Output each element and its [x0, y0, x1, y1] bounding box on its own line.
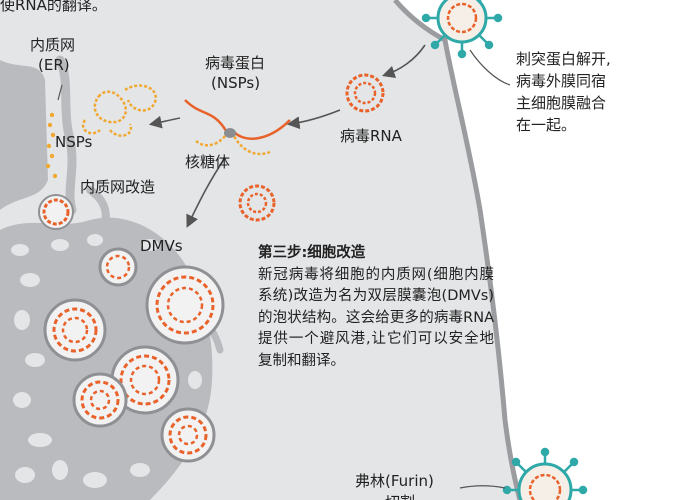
label-furin: 弗林(Furin) — [355, 472, 434, 490]
top-text-fragment: 使RNA的翻译。 — [0, 0, 107, 14]
er-modification-coil — [39, 195, 73, 229]
membrane-fusion-caption: 刺突蛋白解开, 病毒外膜同宿 主细胞膜融合 在一起。 — [516, 48, 646, 136]
dmv-vesicle — [162, 409, 214, 461]
step3-title: 第三步:细胞改造 — [258, 243, 494, 265]
label-furin-cut: 切割 — [385, 493, 415, 500]
fusion-line: 主细胞膜融合 — [516, 92, 646, 114]
label-er: 内质网 — [30, 36, 75, 54]
label-er-abbr: (ER) — [38, 56, 70, 74]
step3-body: 新冠病毒将细胞的内质网(细胞内膜系统)改造为名为双层膜囊泡(DMVs)的泡状结构… — [258, 265, 494, 373]
label-er-modification: 内质网改造 — [80, 178, 155, 196]
label-viral-protein-abbr: (NSPs) — [211, 74, 260, 92]
dmv-vesicle — [147, 267, 223, 343]
label-viral-rna: 病毒RNA — [340, 127, 402, 145]
fusion-line: 在一起。 — [516, 114, 646, 136]
fusion-line: 病毒外膜同宿 — [516, 70, 646, 92]
label-nsps-left: NSPs — [55, 133, 92, 151]
dmv-vesicle — [45, 300, 105, 360]
fusion-pointer-line — [470, 50, 510, 85]
virus-particle-top — [423, 0, 501, 57]
dmv-vesicle — [74, 374, 126, 426]
fusion-line: 刺突蛋白解开, — [516, 48, 646, 70]
label-viral-protein: 病毒蛋白 — [205, 54, 265, 72]
label-dmvs: DMVs — [140, 237, 183, 255]
label-ribosome: 核糖体 — [185, 153, 230, 171]
step3-caption: 第三步:细胞改造 新冠病毒将细胞的内质网(细胞内膜系统)改造为名为双层膜囊泡(D… — [258, 243, 494, 372]
dmv-vesicle — [100, 249, 136, 285]
